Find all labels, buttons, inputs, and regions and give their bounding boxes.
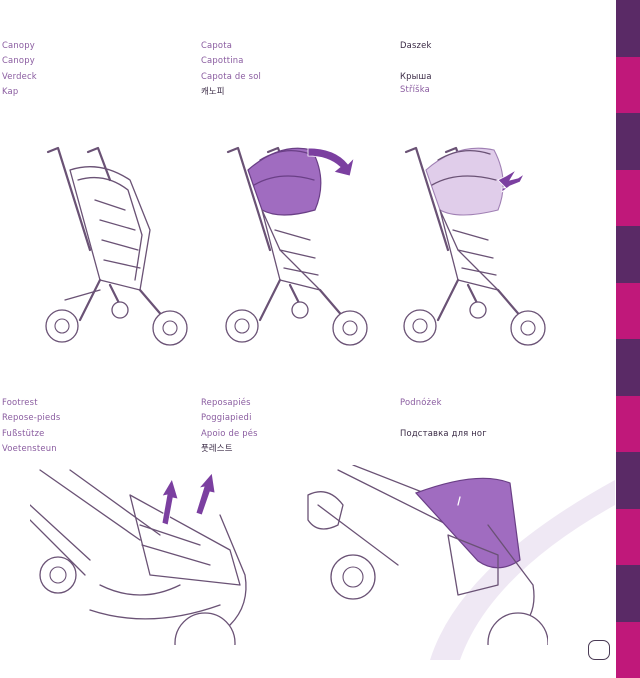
footrest-labels-col3: Podnóżek Подставка для ног (400, 395, 487, 441)
canopy-label-en: Canopy (2, 38, 37, 53)
canopy-labels-col2: Capota Capottina Capota de sol 캐노피 (201, 38, 261, 100)
edge-color-tab (616, 396, 640, 453)
canopy-label-ru: Крыша (400, 69, 432, 84)
footrest-label-es: Reposapiés (201, 395, 258, 410)
footrest-label-pl: Podnóżek (400, 395, 487, 410)
footrest-label-fr: Repose-pieds (2, 410, 60, 425)
edge-color-tab (616, 509, 640, 566)
canopy-label-es: Capota (201, 38, 261, 53)
edge-color-tab (616, 0, 640, 57)
canopy-label-pt: Capota de sol (201, 69, 261, 84)
edge-color-tab (616, 339, 640, 396)
stroller-canopy-closed-illustration (40, 140, 200, 355)
edge-color-tab (616, 170, 640, 227)
edge-color-tab (616, 113, 640, 170)
footrest-labels-col1: Footrest Repose-pieds Fußstütze Voetenst… (2, 395, 60, 457)
edge-color-tabs (616, 0, 640, 678)
canopy-label-de: Verdeck (2, 69, 37, 84)
stroller-canopy-opening-illustration (220, 140, 380, 355)
stroller-canopy-visor-illustration (398, 140, 558, 355)
canopy-label-it: Capottina (201, 53, 261, 68)
footrest-label-it: Poggiapiedi (201, 410, 258, 425)
canopy-labels-col3: Daszek Крыша Stříška (400, 38, 432, 94)
page-number-badge (588, 640, 610, 660)
edge-color-tab (616, 622, 640, 678)
footrest-raise-illustration (30, 465, 255, 645)
footrest-attached-illustration (298, 465, 548, 645)
canopy-label-blank (400, 53, 432, 68)
edge-color-tab (616, 452, 640, 509)
footrest-labels-col2: Reposapiés Poggiapiedi Apoio de pés 풋레스트 (201, 395, 258, 457)
edge-color-tab (616, 565, 640, 622)
footrest-label-nl: Voetensteun (2, 441, 60, 456)
canopy-label-pl: Daszek (400, 38, 432, 53)
canopy-labels-col1: Canopy Canopy Verdeck Kap (2, 38, 37, 100)
footrest-label-ko: 풋레스트 (201, 441, 258, 456)
canopy-label-cs: Stříška (400, 84, 432, 94)
footrest-label-pt: Apoio de pés (201, 426, 258, 441)
edge-color-tab (616, 226, 640, 283)
footrest-label-ru: Подставка для ног (400, 426, 487, 441)
canopy-label-ko: 캐노피 (201, 84, 261, 99)
edge-color-tab (616, 283, 640, 340)
footrest-label-de: Fußstütze (2, 426, 60, 441)
edge-color-tab (616, 57, 640, 114)
footrest-label-en: Footrest (2, 395, 60, 410)
canopy-label-nl: Kap (2, 84, 37, 99)
footrest-label-blank (400, 410, 487, 425)
canopy-label-en-us: Canopy (2, 53, 37, 68)
